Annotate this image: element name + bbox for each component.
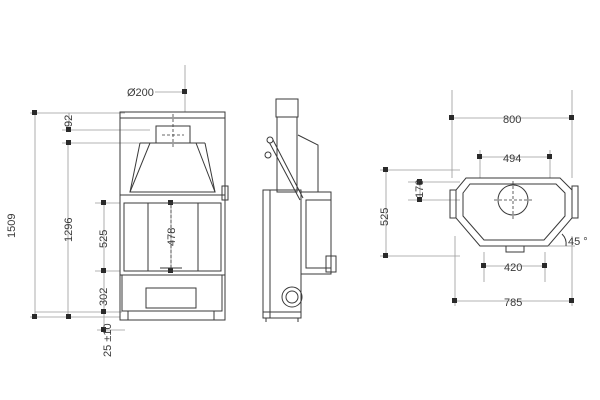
top-extension-lines <box>380 90 573 306</box>
flue-diameter-label: Ø200 <box>127 87 154 99</box>
dim-785-label: 785 <box>504 297 522 309</box>
front-view: Ø200 92 1509 1296 525 478 302 25 ±10 <box>6 65 229 357</box>
dim-1296-label: 1296 <box>63 218 75 242</box>
front-fireplace-outline <box>119 111 229 321</box>
dim-494-label: 494 <box>503 153 521 165</box>
front-extension-lines <box>30 65 186 331</box>
top-fireplace-outline <box>449 177 579 253</box>
dim-800-label: 800 <box>503 114 521 126</box>
top-dimension-dots <box>383 115 574 303</box>
side-view <box>262 98 337 322</box>
dim-92-label: 92 <box>63 115 75 127</box>
dim-478-label: 478 <box>166 228 178 246</box>
dim-302-label: 302 <box>98 288 110 306</box>
dim-25-label: 25 ±10 <box>102 323 114 357</box>
dim-420-label: 420 <box>504 262 522 274</box>
dim-525-front-label: 525 <box>98 230 110 248</box>
top-dimension-lines <box>385 117 572 302</box>
dim-176-label: 176 <box>414 180 426 198</box>
dim-525-top-label: 525 <box>379 208 391 226</box>
top-view: 800 494 176 525 420 785 45 ° <box>379 90 588 309</box>
angle-45-label: 45 ° <box>568 236 588 248</box>
dim-1509-label: 1509 <box>6 214 18 238</box>
